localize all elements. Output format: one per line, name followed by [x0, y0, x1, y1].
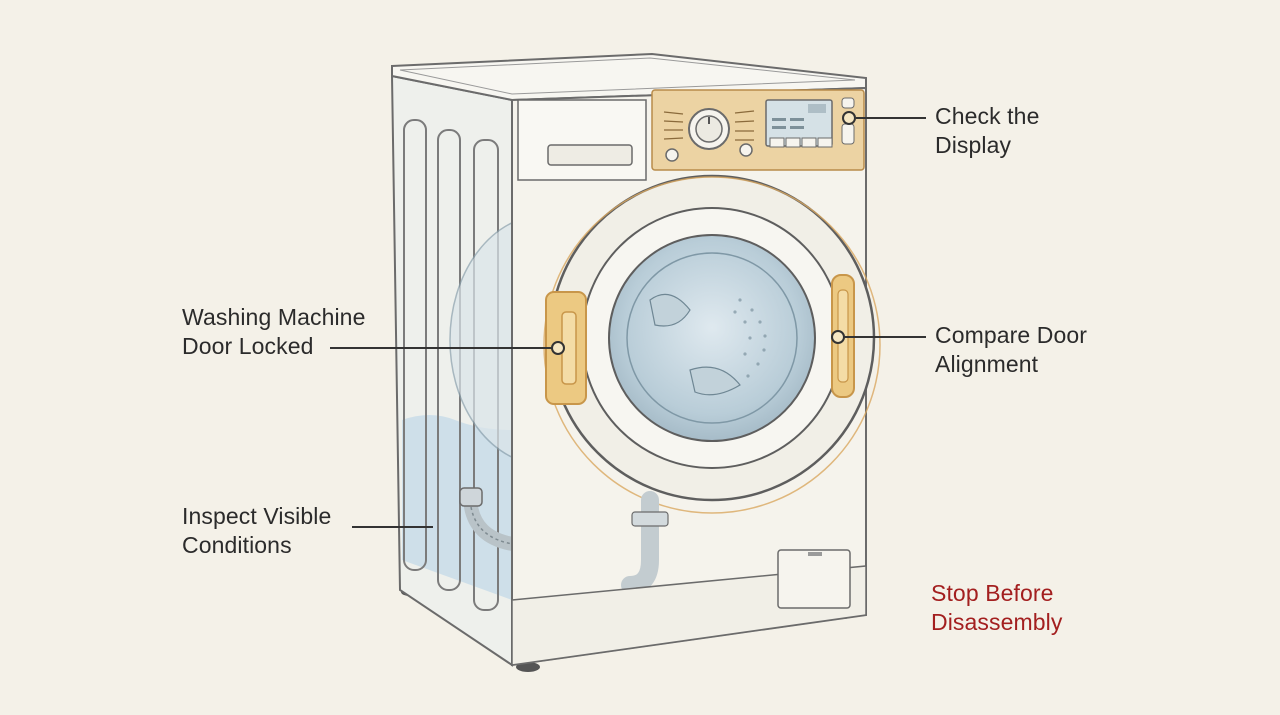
callout-line: Alignment [935, 351, 1039, 377]
side-button [841, 97, 855, 109]
hose-connector [459, 487, 483, 507]
callout-line: Stop Before [931, 580, 1054, 606]
callout-door-alignment: Compare Door Alignment [935, 321, 1087, 379]
callout-line: Door Locked [182, 333, 314, 359]
program-dial-icon [688, 108, 730, 150]
callout-check-display: Check the Display [935, 102, 1039, 160]
callout-stop-warning: Stop Before Disassembly [931, 579, 1062, 637]
detergent-drawer [517, 99, 647, 181]
drain-pipe [621, 491, 659, 594]
alignment-marker [831, 330, 845, 344]
callout-line: Conditions [182, 532, 292, 558]
power-button-icon [665, 148, 679, 162]
callout-line: Inspect Visible [182, 503, 332, 529]
start-button-icon [739, 143, 753, 157]
drum-paddle [649, 293, 691, 327]
callout-line: Display [935, 132, 1012, 158]
side-rib [403, 119, 427, 571]
door-glass [608, 234, 816, 442]
door-rim-accent [543, 176, 881, 514]
callout-line: Compare Door [935, 322, 1088, 348]
side-button [841, 123, 855, 145]
callout-door-locked: Washing Machine Door Locked [182, 303, 365, 361]
drum-paddle [689, 366, 741, 396]
water-level [402, 415, 512, 600]
filter-hatch [777, 549, 851, 609]
callout-line: Disassembly [931, 609, 1063, 635]
callout-inspect-conditions: Inspect Visible Conditions [182, 502, 331, 560]
drawer-handle [547, 144, 633, 166]
door-lock-marker [551, 341, 565, 355]
callout-line: Washing Machine [182, 304, 366, 330]
display-marker [842, 111, 856, 125]
hinge-icon [545, 291, 587, 405]
callout-line: Check the [935, 103, 1040, 129]
